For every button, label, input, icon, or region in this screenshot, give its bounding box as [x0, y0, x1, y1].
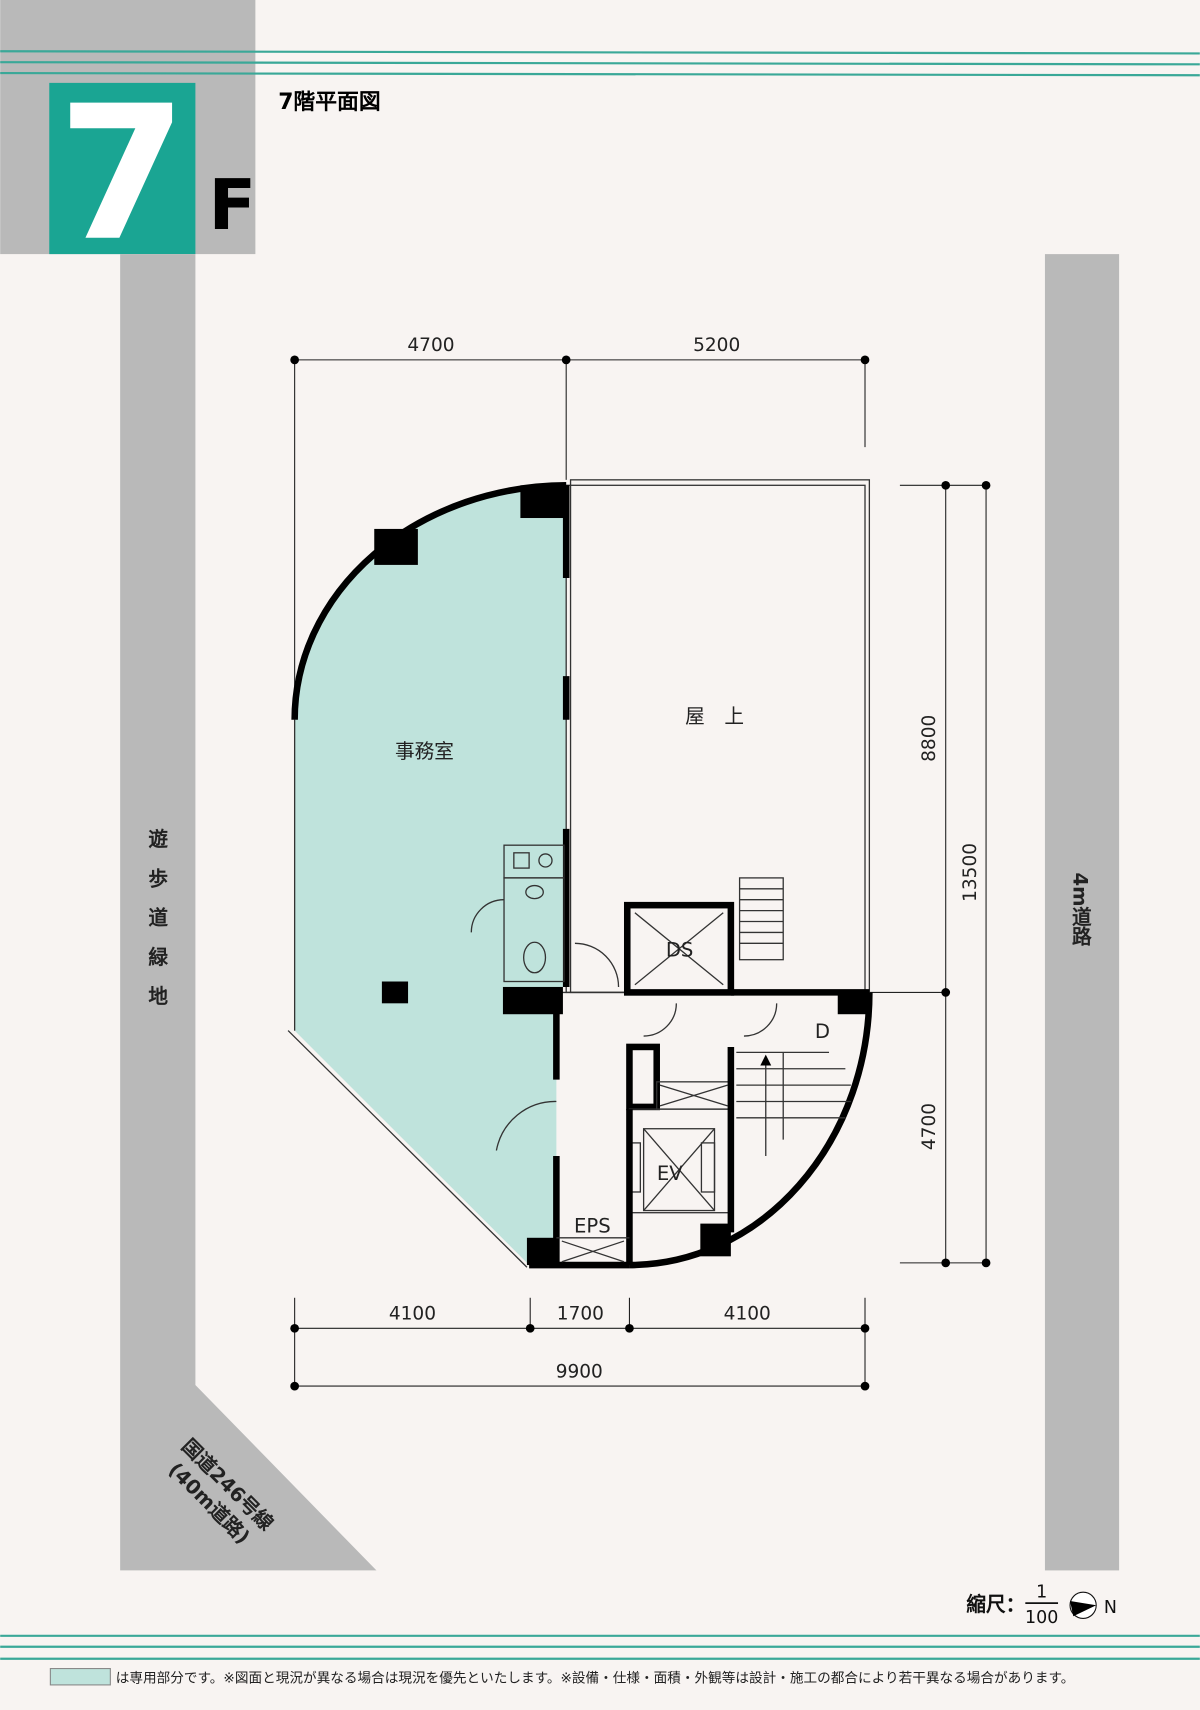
ds-label: DS: [666, 938, 694, 961]
dim-right-upper: 8800: [919, 715, 940, 762]
dim-bottom-total: 9900: [556, 1361, 603, 1382]
floor-number: 7: [58, 66, 187, 282]
scale-label: 縮尺：: [966, 1593, 1025, 1616]
dim-bottom-left: 4100: [389, 1304, 436, 1325]
north-label: N: [1104, 1598, 1117, 1618]
office-area[interactable]: [294, 485, 567, 1266]
page-title: 7階平面図: [278, 90, 380, 115]
floor-badge: [49, 82, 196, 255]
right-road-label: 4m道路: [1068, 872, 1091, 946]
scale-numerator: 1: [1036, 1583, 1047, 1603]
left-road: [120, 254, 377, 1571]
floor-suffix: F: [208, 165, 256, 246]
d-label: D: [815, 1020, 830, 1043]
legend-text: は専用部分です。※図面と現況が異なる場合は現況を優先といたします。※設備・仕様・…: [116, 1670, 1075, 1687]
building-plan: [287, 479, 873, 1269]
right-dimensions: 8800 4700 13500: [869, 480, 991, 1268]
dim-right-total: 13500: [960, 843, 981, 902]
north-compass-icon: [1069, 1591, 1097, 1619]
dim-right-lower: 4700: [919, 1103, 940, 1150]
dim-bottom-middle: 1700: [557, 1304, 604, 1325]
bottom-dimensions: 4100 1700 4100 9900: [290, 1297, 870, 1391]
eps-label: EPS: [574, 1214, 611, 1237]
dim-top-right: 5200: [693, 335, 740, 356]
ev-label: EV: [657, 1162, 683, 1185]
ds-shaft: [623, 901, 735, 996]
right-road: [1044, 254, 1120, 1571]
legend-swatch: [49, 1668, 111, 1686]
rooftop-label: 屋 上: [685, 705, 744, 728]
scale-indicator: 縮尺： 1 100 N: [966, 1583, 1116, 1628]
scale-denominator: 100: [1025, 1608, 1058, 1628]
top-rule: [0, 50, 1200, 77]
bottom-rule: [0, 1634, 1200, 1660]
left-road-label: 遊歩道緑地: [145, 828, 168, 1025]
office-label: 事務室: [395, 740, 454, 763]
stairs: [643, 877, 851, 1156]
dim-bottom-right: 4100: [724, 1304, 771, 1325]
dim-top-left: 4700: [407, 335, 454, 356]
